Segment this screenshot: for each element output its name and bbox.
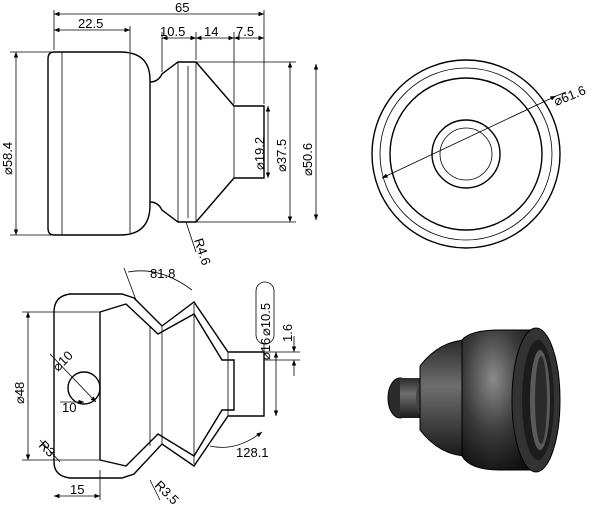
dim-neck-length: 10.5: [160, 24, 185, 39]
dim-slot-label: ⌀16: [258, 338, 273, 360]
dim-neck-diameter: ⌀37.5: [274, 139, 289, 172]
dim-cone-length: 14: [204, 24, 218, 39]
dim-slot-width: ⌀10.5: [258, 303, 273, 336]
dim-small-end-length: 7.5: [236, 24, 254, 39]
section-view: ⌀10 10 ⌀48 R3 15 R3.5 81.8 128.1 ⌀10.5 ⌀…: [12, 266, 300, 508]
dim-total-length: 65: [175, 0, 189, 15]
dim-mid-diameter: ⌀50.6: [300, 143, 315, 176]
dim-angle-bottom: 128.1: [236, 445, 269, 460]
dim-end-outer-diameter: ⌀61.6: [552, 82, 588, 108]
dim-bore-diameter: ⌀19.2: [252, 137, 267, 170]
dim-angle: 81.8: [150, 266, 175, 281]
dim-hole-offset: 10: [62, 400, 76, 415]
front-view: 65 22.5 10.5 14 7.5 ⌀58.4 ⌀19.2 ⌀37.5 ⌀5…: [0, 0, 319, 267]
dim-radius-bottom: R3.5: [152, 478, 182, 508]
dim-outer-diameter: ⌀58.4: [0, 142, 15, 175]
dim-wall-thickness: 1.6: [280, 324, 295, 342]
isometric-view: [387, 327, 561, 473]
dim-section-outer-diameter: ⌀48: [12, 382, 27, 404]
dim-fillet-radius: R4.6: [191, 236, 214, 267]
dim-large-length: 22.5: [78, 16, 103, 31]
end-view: ⌀61.6: [371, 59, 588, 249]
dim-length-15: 15: [70, 482, 84, 497]
